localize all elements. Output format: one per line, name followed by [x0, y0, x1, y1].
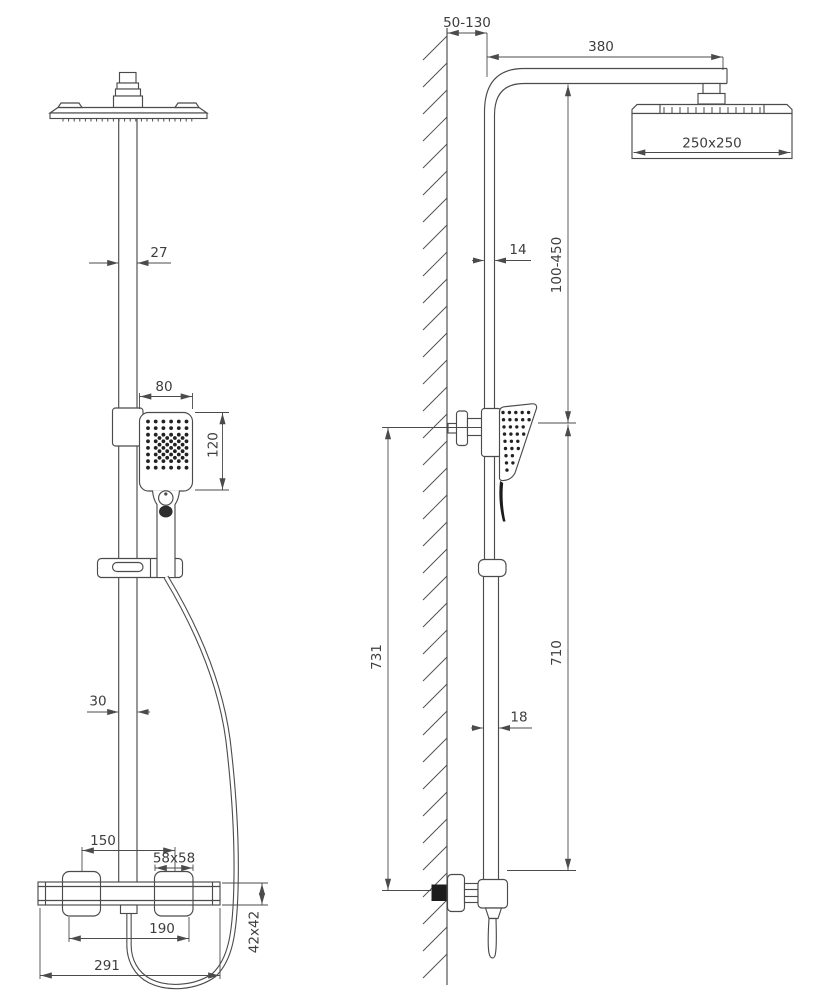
dim-adjust-range-label: 100-450: [549, 237, 565, 293]
front-view: 27 80 120: [37, 71, 268, 990]
side-dimensions: 50-130 380 14 100-450: [369, 15, 724, 891]
dim-riser-width-label: 27: [150, 245, 167, 261]
dim-valve-width-label: 291: [94, 958, 120, 974]
mode-button: [158, 490, 174, 506]
dim-lower-tube-width-label: 18: [510, 710, 527, 726]
dim-height-to-wall-outlet-label: 731: [369, 644, 385, 670]
dim-height-to-tube-outlet-label: 710: [549, 640, 565, 666]
dim-upper-tube-width: 14: [472, 242, 531, 264]
front-dimensions: 27 80 120: [39, 245, 268, 979]
dim-handset-width: 80: [139, 379, 193, 409]
dim-lower-tube-width: 18: [471, 710, 532, 732]
dim-connection-spacing: 190: [68, 917, 190, 942]
dim-upper-tube-width-label: 14: [509, 242, 526, 258]
handle-shade: [159, 505, 173, 518]
dim-wall-distance: 50-130: [443, 15, 491, 77]
dim-valve-height: 42x42: [222, 882, 268, 953]
hand-shower-front: [138, 411, 194, 577]
rain-head-side: 250x250: [631, 82, 793, 160]
side-view: 250x250: [369, 15, 793, 985]
left-handle: [61, 870, 102, 917]
wall-hatching: [422, 35, 448, 979]
shower-hose-front: [126, 575, 239, 990]
rain-head-front: [48, 102, 209, 122]
dim-lower-riser-width-label: 30: [89, 694, 106, 710]
nozzle-ticks-side: [663, 107, 761, 113]
dim-handle-size: 58x58: [153, 851, 195, 872]
hanging-hose: [499, 481, 506, 522]
dim-handle-spacing: 150: [81, 833, 176, 871]
dim-valve-height-label: 42x42: [247, 911, 263, 953]
dim-wall-distance-label: 50-130: [443, 15, 491, 31]
dim-head-size-label: 250x250: [682, 136, 742, 152]
button-dot: [164, 492, 168, 496]
slider-ring: [477, 558, 507, 578]
dim-head-size: 250x250: [633, 136, 791, 156]
wall: [422, 28, 448, 985]
riser-and-arm: [482, 67, 728, 880]
dim-adjust-range: 100-450: [538, 84, 576, 424]
dim-arm-reach: 380: [487, 39, 724, 70]
nozzle-ticks: [62, 118, 193, 122]
dim-handle-spacing-label: 150: [90, 833, 116, 849]
dim-valve-width: 291: [39, 908, 221, 979]
dim-connection-spacing-label: 190: [149, 921, 175, 937]
slider-clamp: [111, 407, 144, 447]
dim-handset-height: 120: [195, 412, 229, 491]
wall-supply: [431, 884, 447, 901]
hose-outlet: [119, 904, 138, 915]
riser-column: [118, 118, 138, 882]
dim-height-to-tube-outlet: 710: [507, 424, 576, 871]
spray-dots-side: [501, 410, 531, 472]
mixer-valve-side: [431, 873, 509, 959]
dim-arm-reach-label: 380: [588, 39, 614, 55]
head-connector: [112, 71, 144, 109]
mixer-valve-front: [37, 870, 221, 917]
spray-dots: [146, 419, 189, 470]
dim-riser-width: 27: [89, 245, 171, 267]
dim-lower-riser-width: 30: [87, 694, 150, 716]
right-handle: [153, 870, 194, 917]
dim-handset-width-label: 80: [155, 379, 172, 395]
dim-handle-size-label: 58x58: [153, 851, 195, 867]
wall-bracket: [447, 407, 502, 458]
hand-shower-side: [498, 403, 538, 522]
dim-handset-height-label: 120: [206, 432, 222, 458]
outlet-hose: [487, 917, 497, 959]
dim-height-to-wall-outlet: 731: [369, 427, 481, 891]
